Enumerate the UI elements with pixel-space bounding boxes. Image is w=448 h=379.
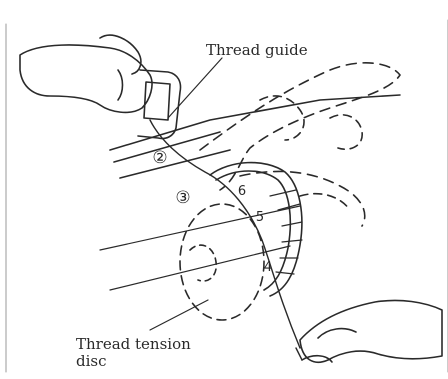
machine-body-top xyxy=(110,95,400,150)
dial-number-5: 5 xyxy=(250,208,270,228)
thread-guide-pointer xyxy=(168,58,222,118)
thread-guide-label: Thread guide xyxy=(206,42,308,59)
tension-disc-label-line1: Thread tension xyxy=(76,336,191,353)
tension-disc-pointer xyxy=(150,300,208,330)
step-3-marker: ③ xyxy=(173,188,193,208)
upper-hand-finger xyxy=(100,35,141,74)
tension-dial xyxy=(210,163,302,296)
step-2-marker: ② xyxy=(150,148,170,168)
dial-number-4: 4 xyxy=(258,258,278,278)
dial-number-6: 6 xyxy=(232,182,252,202)
tension-disc-label-line2: disc xyxy=(76,353,107,370)
lower-hand xyxy=(300,300,442,362)
upper-hand xyxy=(20,45,152,112)
phantom-hand xyxy=(200,63,400,190)
